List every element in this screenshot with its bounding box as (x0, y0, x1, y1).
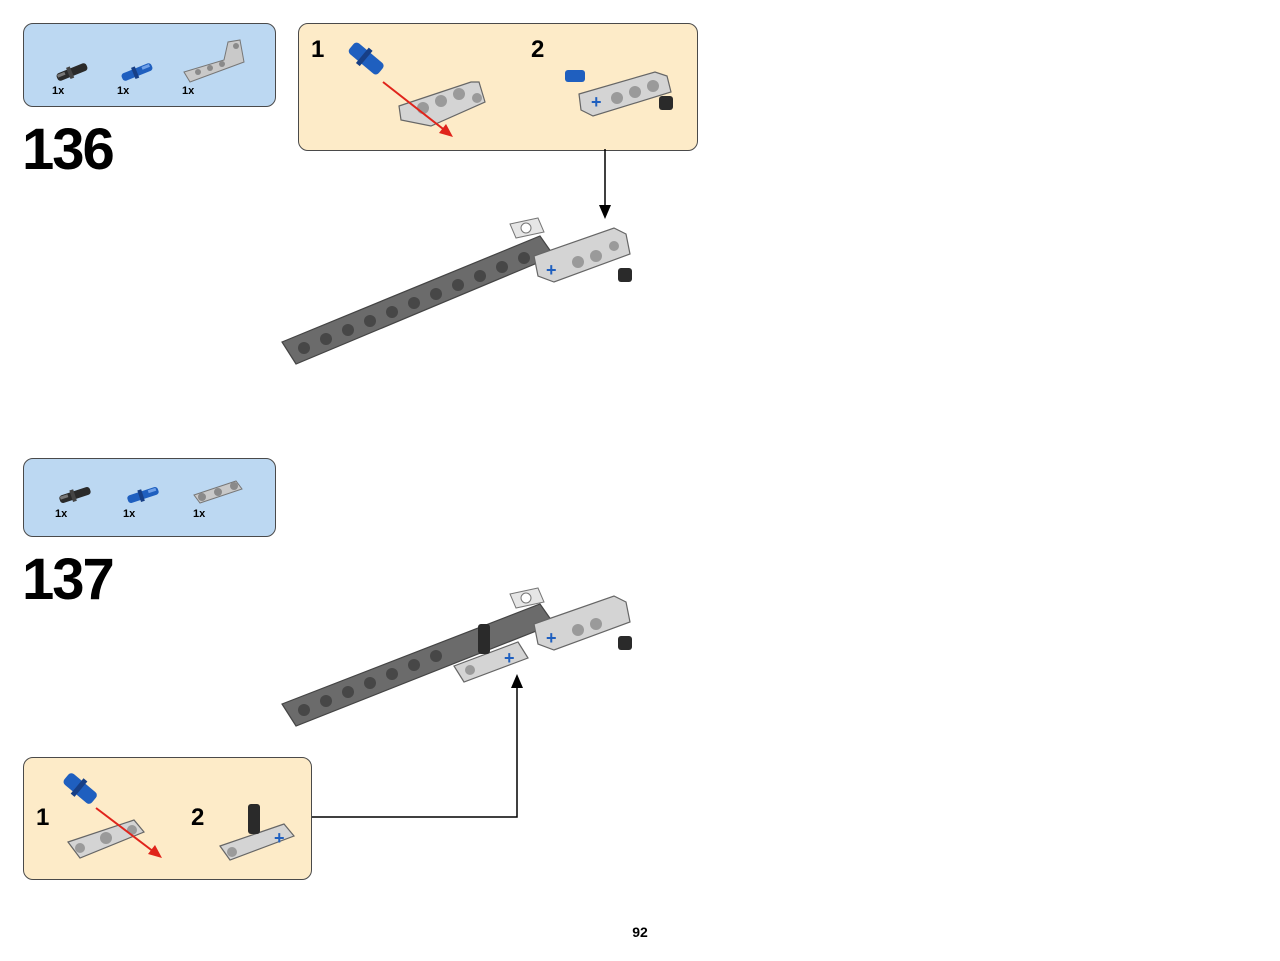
step-number: 136 (22, 117, 115, 182)
part-qty: 1x (193, 508, 206, 520)
svg-text:+: + (591, 92, 602, 112)
parts-list-137: 1x 1x 1x (23, 458, 276, 537)
svg-text:+: + (504, 648, 515, 668)
assembly-illustration-137: + + (281, 587, 632, 727)
substep-label: 2 (531, 36, 545, 63)
svg-text:+: + (546, 628, 557, 648)
svg-text:+: + (546, 260, 557, 280)
black-pin-icon (59, 487, 91, 503)
subassembly-box-137: 1 2 + (23, 757, 312, 880)
angled-beam-icon (183, 39, 245, 83)
subassembly-box-136: 1 2 + (298, 23, 698, 151)
substep-label: 2 (191, 804, 205, 831)
substep-1-illustration (348, 42, 486, 137)
substep-1-illustration (63, 773, 162, 859)
blue-axle-pin-icon (121, 63, 153, 81)
connector-arrow-136 (599, 149, 611, 219)
assembly-illustration-136: + (281, 217, 632, 365)
black-pin-icon (56, 63, 88, 81)
page-number: 92 (632, 924, 648, 940)
substep-label: 1 (36, 804, 50, 831)
connector-beam-icon (193, 480, 243, 504)
step-number: 137 (22, 547, 115, 612)
substep-2-illustration: + (219, 804, 296, 861)
svg-text:+: + (274, 828, 285, 848)
connector-arrow-137 (310, 674, 523, 818)
part-qty: 1x (55, 508, 68, 520)
part-qty: 1x (117, 85, 130, 97)
blue-axle-pin-icon (127, 487, 159, 503)
substep-2-illustration: + (565, 70, 673, 117)
substep-label: 1 (311, 36, 325, 63)
part-qty: 1x (52, 85, 65, 97)
part-qty: 1x (182, 85, 195, 97)
part-qty: 1x (123, 508, 136, 520)
parts-list-136: 1x 1x 1x (23, 23, 276, 107)
